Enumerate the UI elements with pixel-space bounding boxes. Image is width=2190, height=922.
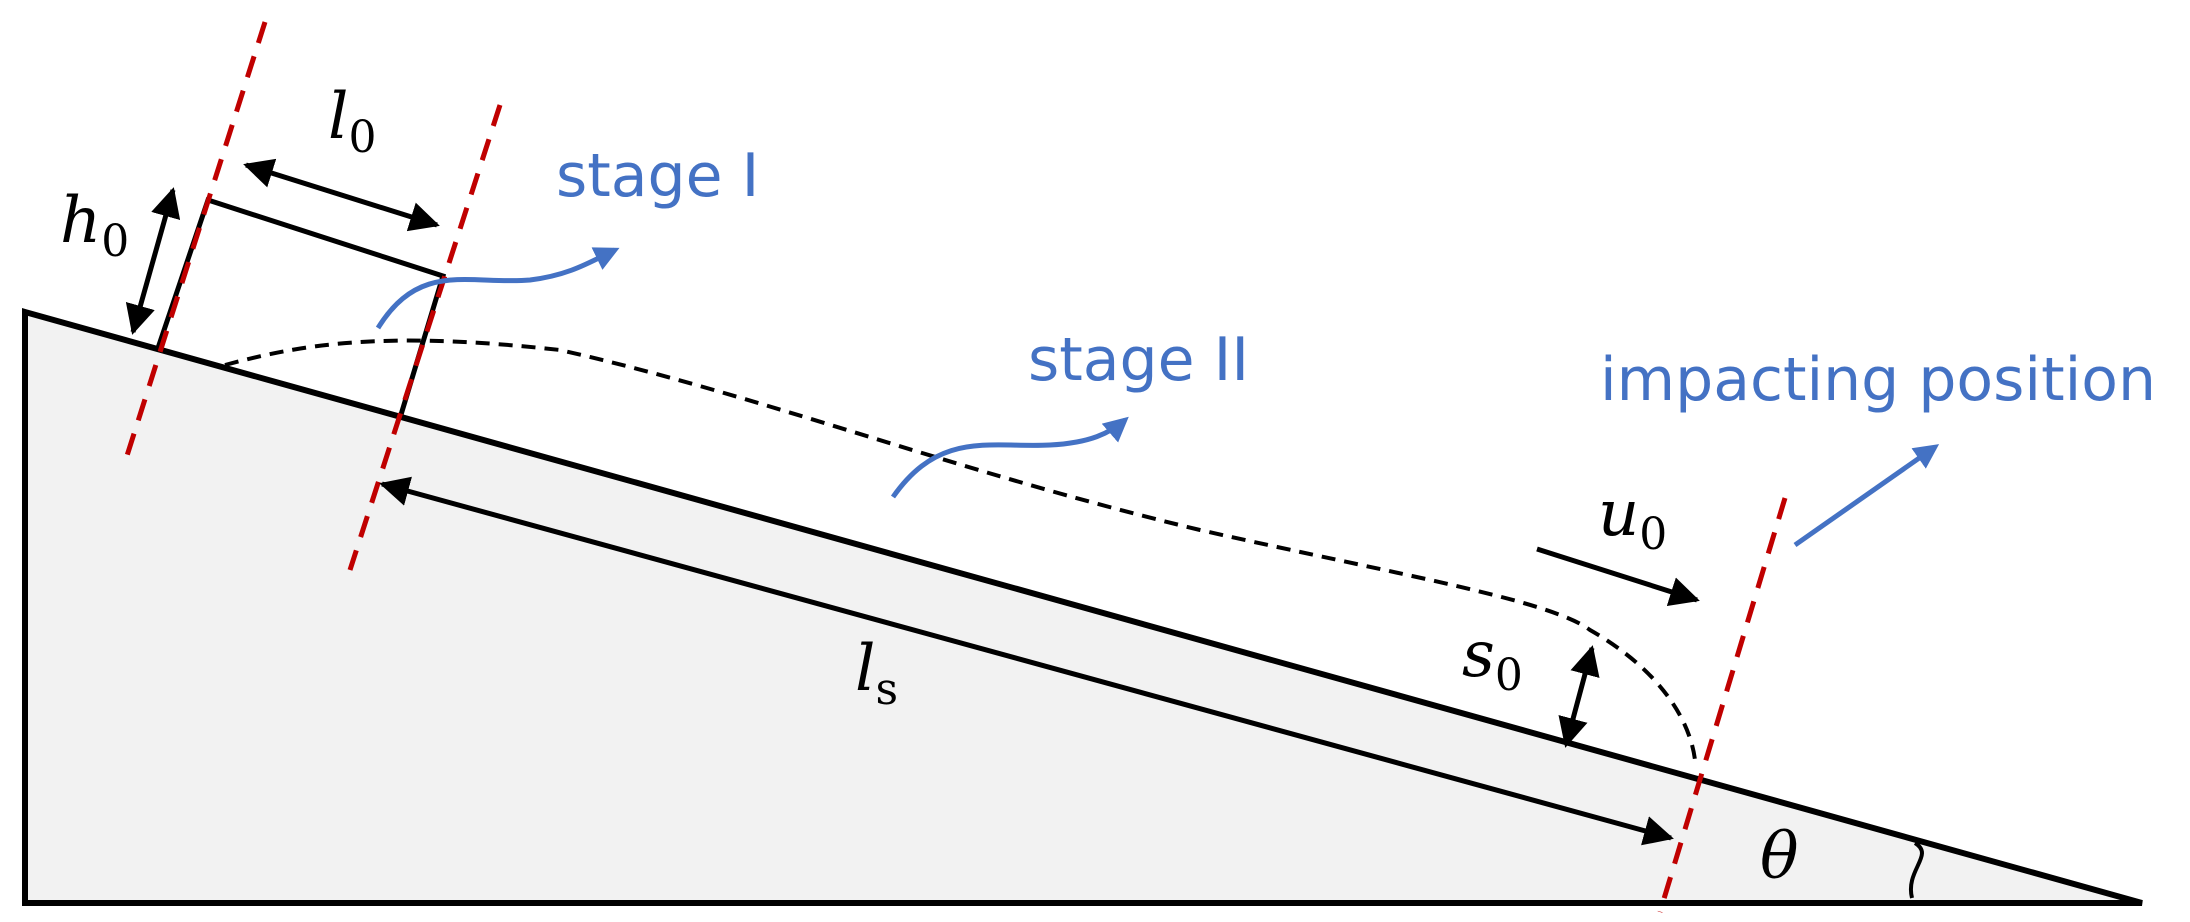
impact-arrow [1793,444,1940,548]
gate-line-right [347,104,503,571]
s0-arrow [1558,645,1600,748]
u0-label: u0 [1598,477,1667,560]
stage2-label: stage II [1028,325,1249,395]
stage1-arrow [375,247,620,330]
gate-line-left [122,21,268,463]
s0-label: s0 [1462,618,1523,701]
stage2-arrow [890,416,1129,499]
impact-label: impacting position [1600,345,2156,415]
theta-angle-arc [1908,841,1924,899]
stage1-label: stage I [556,141,759,211]
l0-arrow [243,158,440,232]
l0-label: l0 [328,80,376,163]
ls-label: ls [855,632,898,715]
h0-arrow [125,187,181,335]
ls-arrow [379,476,1674,846]
impact-line [1657,497,1788,913]
theta-label: θ [1760,820,1799,894]
h0-label: h0 [60,184,129,267]
u0-arrow [1536,546,1700,607]
